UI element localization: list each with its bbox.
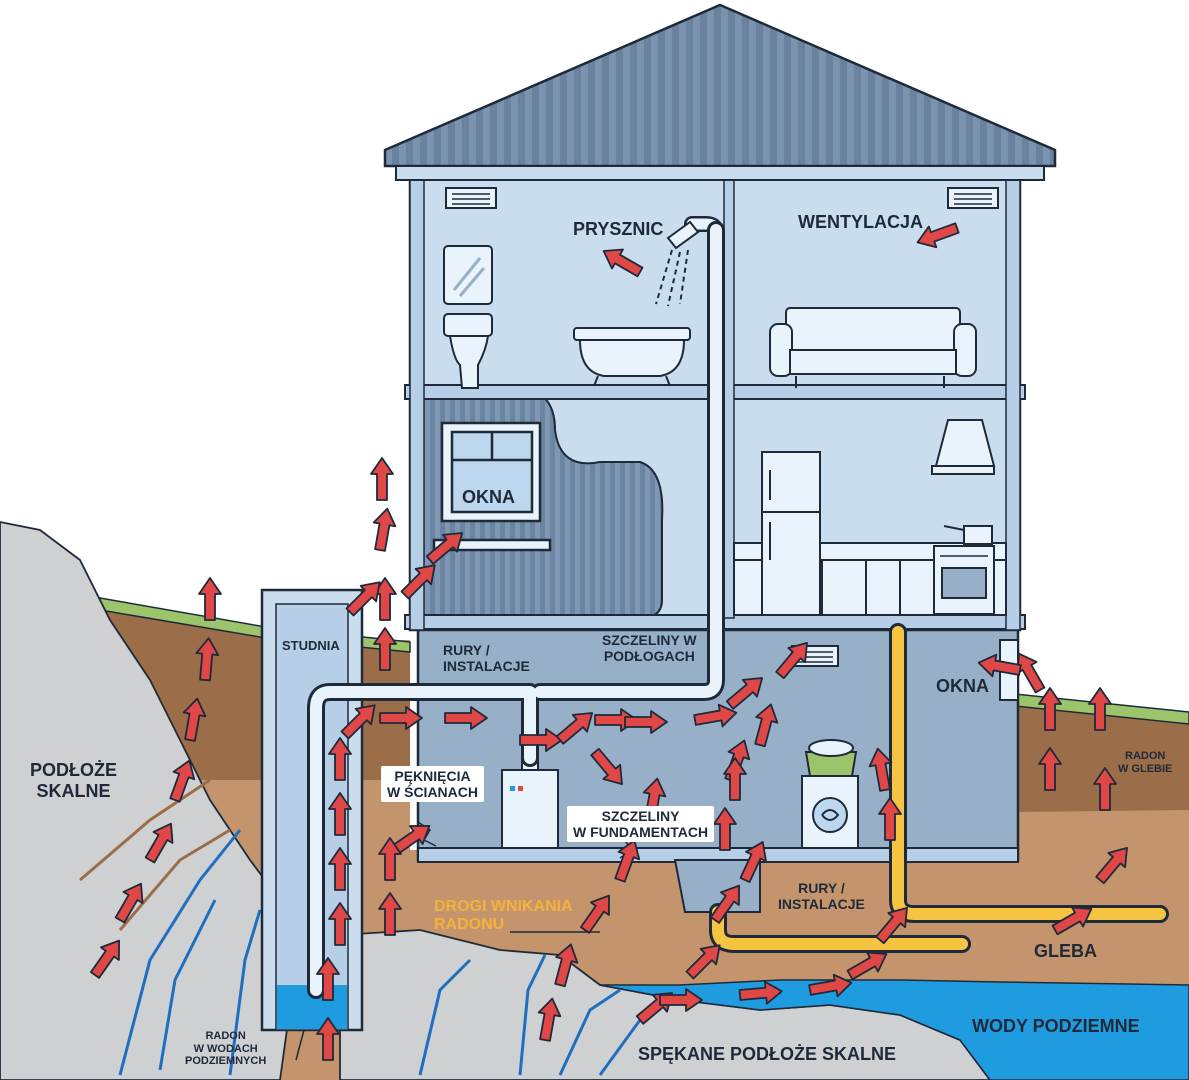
stove-icon [933, 545, 995, 615]
label-floor-cracks-line1: SZCZELINY W [602, 632, 697, 648]
label-bedrock-line2: SKALNE [36, 780, 111, 801]
soil-dark-right [1015, 700, 1189, 812]
bathtub-icon [573, 327, 691, 387]
label-cracked-bedrock: SPĘKANE PODŁOŻE SKALNE [638, 1044, 897, 1064]
vent-grille-icon [947, 187, 999, 209]
label-pipes-right: RURY / INSTALACJE [778, 880, 865, 912]
label-radon-groundwater-line1: RADON [205, 1030, 246, 1042]
label-foundation-cracks: SZCZELINY W FUNDAMENTACH [567, 806, 715, 843]
label-pipes-left-line1: RURY / [443, 642, 490, 658]
shower-icon [655, 220, 700, 307]
label-soil: GLEBA [1034, 941, 1097, 961]
label-shower: PRYSZNIC [573, 219, 664, 239]
label-pipes-right-line2: INSTALACJE [778, 896, 865, 913]
boiler-icon [501, 757, 559, 849]
label-floor-cracks: SZCZELINY W PODŁOGACH [602, 632, 697, 664]
fridge-icon [761, 451, 821, 616]
label-windows-upper: OKNA [462, 487, 515, 507]
label-radon-groundwater-line2: W WODACH [193, 1042, 258, 1055]
radon-arrow [368, 505, 400, 553]
label-floor-cracks-line2: PODŁOGACH [603, 648, 695, 665]
label-radon-groundwater-line3: PODZIEMNYCH [185, 1055, 267, 1068]
mirror-icon [443, 245, 493, 305]
label-pipes-left: RURY / INSTALACJE [443, 642, 530, 674]
label-pipes-left-line2: INSTALACJE [443, 658, 530, 675]
label-well: STUDNIA [282, 638, 340, 653]
label-wall-cracks: PĘKNIĘCIA W ŚCIANACH [381, 766, 484, 803]
label-pipes-right-line1: RURY / [798, 880, 845, 896]
label-radon-soil-line2: W GLEBIE [1118, 762, 1173, 775]
label-windows-lower: OKNA [936, 676, 989, 696]
rock-left [0, 521, 301, 1080]
label-bedrock-line1: PODŁOŻE [30, 760, 118, 780]
groundwater [599, 979, 1189, 1080]
label-wall-cracks-line2: W ŚCIANACH [387, 784, 478, 801]
label-radon-soil: RADON W GLEBIE [1118, 750, 1172, 775]
label-groundwater: WODY PODZIEMNE [972, 1016, 1140, 1036]
sofa-icon [769, 307, 977, 388]
label-radon-paths-line2: RADONU [434, 916, 505, 934]
label-radon-groundwater: RADON W WODACH PODZIEMNYCH [185, 1030, 266, 1068]
window-icon [432, 421, 552, 552]
label-foundation-cracks-line1: SZCZELINY [601, 808, 680, 824]
washing-machine-icon [801, 775, 859, 849]
label-foundation-cracks-line2: W FUNDAMENTACH [573, 824, 709, 841]
toilet-icon [443, 313, 493, 389]
label-wall-cracks-line1: PĘKNIĘCIA [394, 768, 471, 784]
label-radon-soil-line1: RADON [1125, 750, 1166, 762]
label-radon-paths-line1: DROGI WNIKANIA [434, 898, 573, 915]
vent-grille-icon [445, 187, 497, 209]
label-radon-paths: DROGI WNIKANIA RADONU [434, 898, 573, 935]
water-pipes [307, 216, 725, 999]
radon-arrow [370, 457, 394, 501]
label-bedrock: PODŁOŻE SKALNE [30, 760, 117, 801]
label-ventilation: WENTYLACJA [798, 212, 923, 232]
laundry-basket-icon [804, 739, 858, 777]
roof [383, 3, 1057, 168]
radon-arrow [198, 577, 222, 621]
range-hood-icon [931, 419, 996, 475]
pot-icon [943, 525, 993, 545]
